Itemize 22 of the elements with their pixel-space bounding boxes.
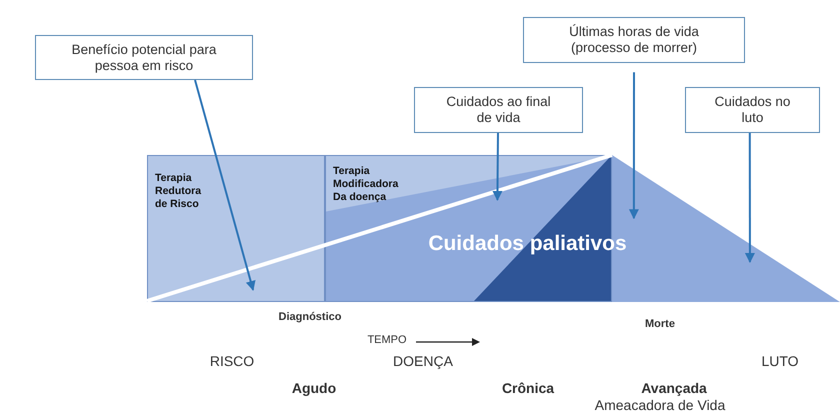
therapy-panel: [147, 155, 325, 302]
leader-arrow: [628, 72, 639, 220]
callout-box: Últimas horas de vida (processo de morrer): [523, 17, 745, 63]
leader-arrow: [194, 80, 256, 291]
wedge-title: Cuidados paliativos: [428, 232, 627, 256]
stage-label: Crônica: [502, 380, 554, 396]
axis-label: TEMPO: [367, 334, 407, 346]
phase-label: RISCO: [210, 353, 254, 369]
callout-box: Cuidados ao final de vida: [414, 87, 583, 133]
phase-label: DOENÇA: [393, 353, 453, 369]
stage-label: Ameacadora de Vida: [594, 397, 726, 413]
stage-label: Agudo: [292, 380, 336, 396]
callout-box: Benefício potencial para pessoa em risco: [35, 35, 253, 80]
callout-box: Cuidados no luto: [685, 87, 820, 133]
event-label: Diagnóstico: [278, 311, 342, 323]
phase-label: LUTO: [761, 353, 799, 369]
leader-arrow: [744, 133, 755, 264]
leader-arrow: [492, 132, 502, 201]
event-label: Morte: [645, 318, 675, 330]
panel-title: Terapia Modificadora Da doença: [333, 165, 400, 204]
stage-label: Avançada: [641, 380, 707, 396]
panel-title: Terapia Redutora de Risco: [155, 172, 202, 211]
